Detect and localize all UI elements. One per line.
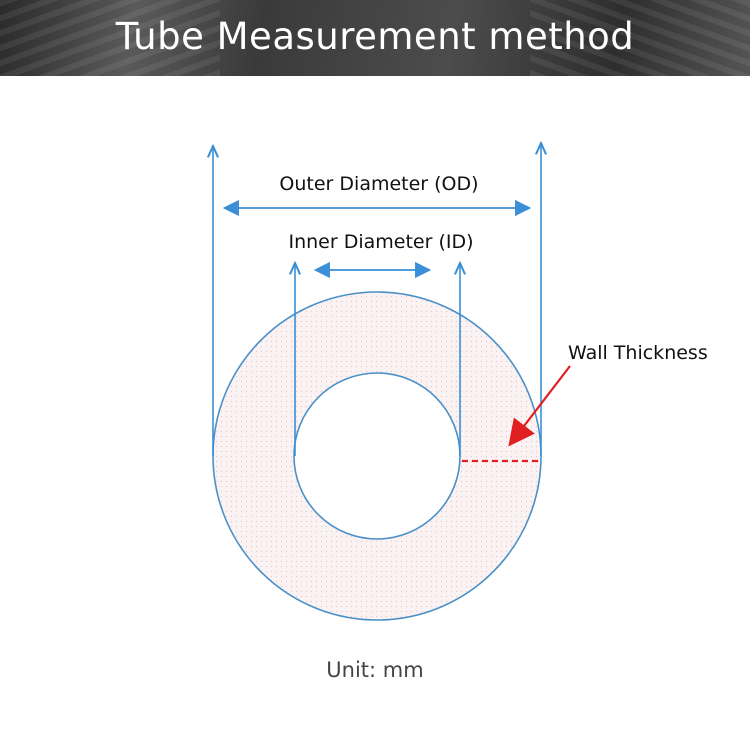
id-label: Inner Diameter (ID) <box>288 231 473 253</box>
page-title: Tube Measurement method <box>115 15 635 58</box>
title-banner: Tube Measurement method <box>0 0 750 76</box>
wall-thickness-pointer-arrow <box>508 365 571 447</box>
wall-thickness-label: Wall Thickness <box>568 342 708 364</box>
od-label: Outer Diameter (OD) <box>279 173 478 195</box>
unit-label: Unit: mm <box>326 658 423 682</box>
